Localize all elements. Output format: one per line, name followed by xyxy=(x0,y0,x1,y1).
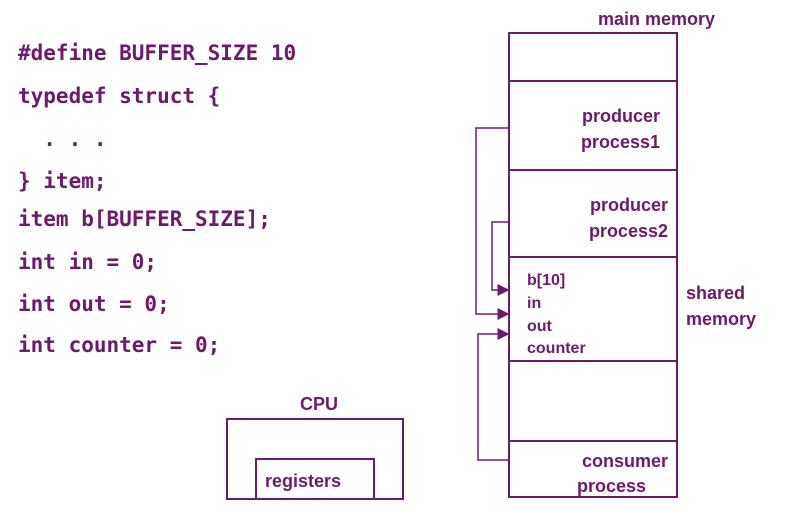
registers-box xyxy=(255,458,375,500)
shared-var-out: out xyxy=(527,318,552,335)
shared-var-buffer: b[10] xyxy=(527,272,566,289)
code-line-struct-end: } item; xyxy=(18,169,107,193)
code-line-ellipsis: . . . xyxy=(18,127,107,151)
main-memory-title: main memory xyxy=(598,9,716,29)
producer1-label-line1: producer xyxy=(581,106,660,126)
cpu-title: CPU xyxy=(300,394,339,414)
code-line-counter: int counter = 0; xyxy=(18,333,221,357)
producer2-label-line1: producer xyxy=(589,195,668,215)
memory-divider xyxy=(508,169,678,171)
producer2-label-line2: process2 xyxy=(588,221,668,241)
shared-var-counter: counter xyxy=(527,340,586,357)
memory-divider xyxy=(508,360,678,362)
shared-var-in: in xyxy=(527,295,542,312)
shared-memory-label-line2: memory xyxy=(686,309,757,329)
code-line-buffer: item b[BUFFER_SIZE]; xyxy=(18,207,271,231)
registers-label: registers xyxy=(265,471,342,491)
consumer-label-line2: process xyxy=(577,476,647,496)
code-line-in: int in = 0; xyxy=(18,250,158,274)
code-line-define: #define BUFFER_SIZE 10 xyxy=(18,41,297,65)
memory-divider xyxy=(508,256,678,258)
shared-memory-label-line1: shared xyxy=(686,283,746,303)
main-memory-box xyxy=(508,32,678,498)
consumer-label-line1: consumer xyxy=(581,451,668,471)
arrow-consumer-to-shared xyxy=(477,328,510,461)
arrow-producer2-to-shared xyxy=(491,221,510,296)
memory-divider xyxy=(508,80,678,82)
code-line-typedef: typedef struct { xyxy=(18,84,221,108)
arrow-producer1-to-shared xyxy=(475,127,510,320)
producer1-label-line2: process1 xyxy=(580,132,660,152)
code-line-out: int out = 0; xyxy=(18,292,170,316)
memory-divider xyxy=(508,440,678,442)
